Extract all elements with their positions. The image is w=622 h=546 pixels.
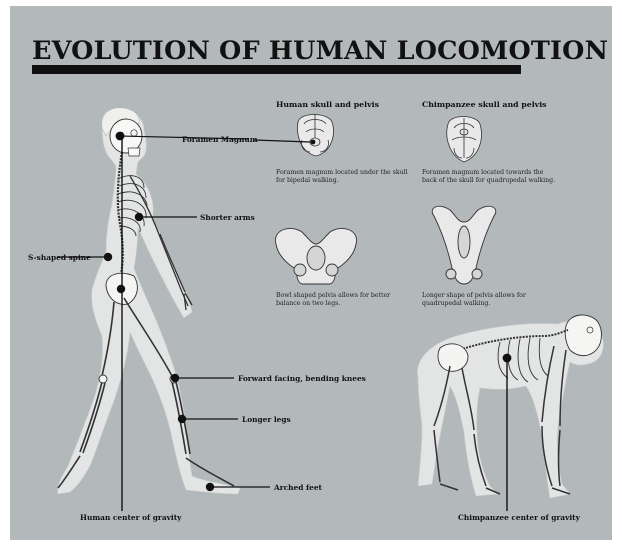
chimp-pelvis-bone bbox=[438, 344, 468, 371]
human-skull-diagram bbox=[298, 114, 334, 156]
back-knee-cap bbox=[99, 375, 107, 383]
chimp-center-of-gravity-label: Chimpanzee center of gravity bbox=[458, 513, 580, 522]
poster: EVOLUTION OF HUMAN LOCOMOTION bbox=[10, 6, 612, 540]
shorter-arms-label: Shorter arms bbox=[200, 213, 255, 222]
foramen-magnum-label: Foramen Magnum bbox=[182, 135, 258, 144]
human-section-heading: Human skull and pelvis bbox=[276, 100, 379, 109]
human-skull-caption: Foramen magnum located under the skull f… bbox=[276, 169, 411, 185]
human-pelvis-caption: Bowl shaped pelvis allows for better bal… bbox=[276, 292, 411, 308]
chimp-gravity-marker bbox=[503, 354, 512, 363]
chimp-pelvis-diagram bbox=[432, 206, 496, 284]
jaw bbox=[128, 148, 140, 156]
human-center-of-gravity-label: Human center of gravity bbox=[80, 513, 181, 522]
chimp-skull bbox=[565, 315, 601, 356]
human-figure bbox=[58, 108, 270, 511]
chimp-skull-diagram bbox=[447, 117, 482, 163]
human-foramen-dot bbox=[311, 140, 316, 145]
chimp-skull-caption: Foramen magnum located towards the back … bbox=[422, 169, 557, 185]
chimp-pelvis-caption: Longer shape of pelvis allows for quadru… bbox=[422, 292, 557, 308]
s-shaped-spine-label: S-shaped spine bbox=[28, 253, 91, 262]
knees-label: Forward facing, bending knees bbox=[238, 374, 366, 383]
chimp-section-heading: Chimpanzee skull and pelvis bbox=[422, 100, 547, 109]
pelvis-marker bbox=[117, 285, 125, 293]
illustration bbox=[10, 6, 612, 540]
chimp-figure bbox=[417, 315, 603, 511]
longer-legs-label: Longer legs bbox=[242, 415, 291, 424]
arched-feet-label: Arched feet bbox=[274, 483, 322, 492]
human-pelvis-diagram bbox=[275, 228, 356, 284]
